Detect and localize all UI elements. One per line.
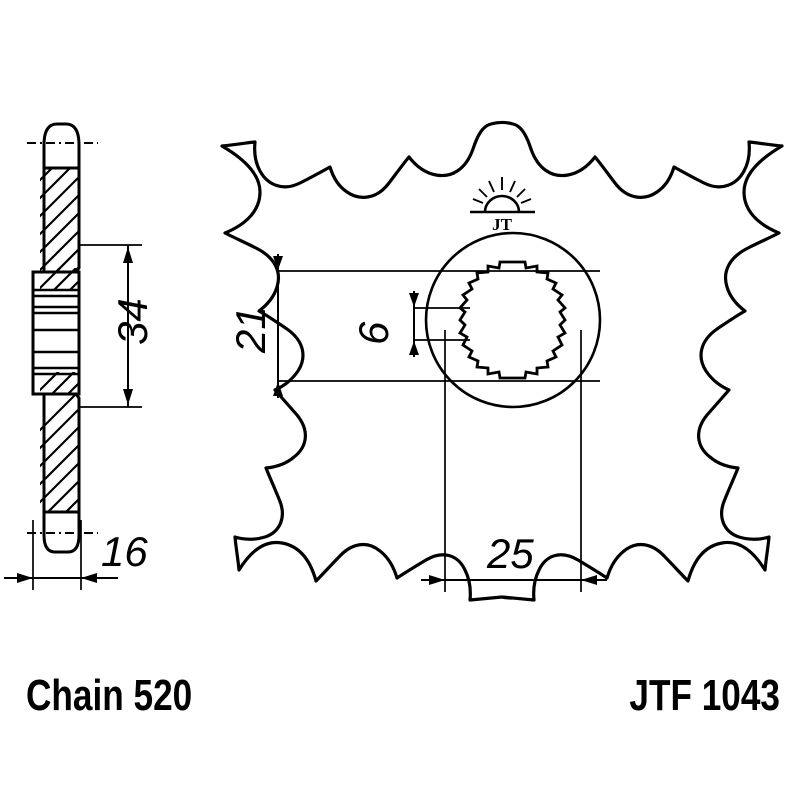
dim-34-label: 34: [109, 298, 156, 345]
splined-bore: [457, 260, 568, 380]
section-lower-web: [42, 392, 81, 514]
section-hub-hatch-bottom: [40, 372, 79, 394]
dim-6-arrow-bottom: [409, 341, 419, 355]
logo-sun-dome: [483, 194, 521, 213]
dim-6-label: 6: [350, 321, 397, 345]
sprocket-front-view: JT: [220, 120, 784, 602]
dim-25-arrow-left: [429, 575, 445, 585]
dimension-6-group: 6: [350, 291, 470, 357]
dim-16-label: 16: [101, 528, 148, 575]
logo-jt-text: JT: [492, 215, 513, 234]
dim-21-arrow-top: [273, 256, 283, 270]
dim-21-arrow-bottom: [273, 382, 283, 396]
jt-sunrise-logo: JT: [470, 177, 535, 234]
dim-16-arrow-right: [81, 573, 97, 583]
section-lower-hatching: [40, 392, 79, 512]
section-view-group: [27, 122, 98, 554]
dimension-34-group: 34: [80, 244, 156, 408]
logo-rays: [472, 177, 532, 204]
part-number-caption: JTF 1043: [629, 671, 780, 720]
section-hub-boss: [31, 270, 81, 396]
section-hub-grooves: [31, 288, 81, 376]
dim-16-arrow-left: [17, 573, 33, 583]
dim-25-arrow-right: [581, 575, 597, 585]
dimension-25-group: 25: [421, 330, 607, 592]
chain-caption: Chain 520: [26, 671, 192, 720]
section-hub-hatch-top: [40, 268, 79, 290]
dim-25-label: 25: [486, 530, 534, 577]
dim-6-arrow-top: [409, 293, 419, 307]
dimension-21-group: 21: [227, 254, 600, 398]
sprocket-tooth-profile: [220, 120, 784, 602]
section-lower-tooth: [42, 510, 81, 554]
hub-outline-circle: [424, 231, 602, 409]
dim-34-arrow-bottom: [123, 389, 133, 405]
dim-34-arrow-top: [123, 247, 133, 263]
dim-21-label: 21: [227, 306, 274, 354]
dimension-16-group: 16: [4, 520, 148, 590]
section-upper-tooth: [42, 122, 81, 170]
